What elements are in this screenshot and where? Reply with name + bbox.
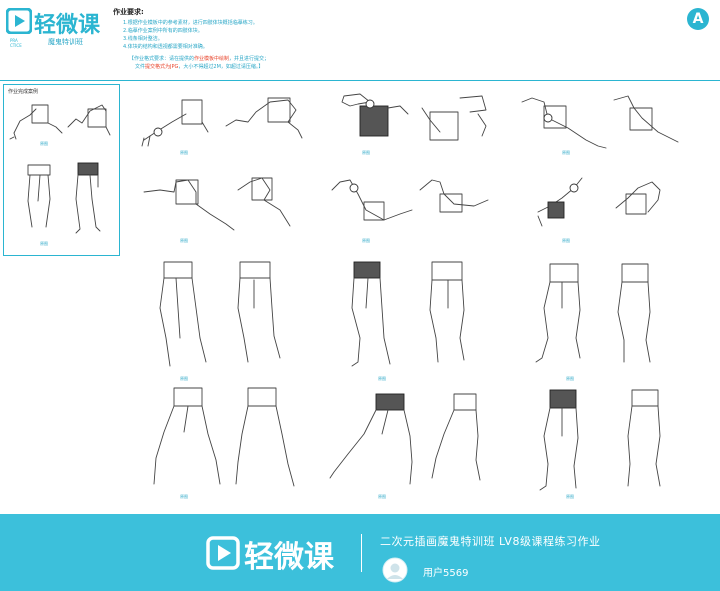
reference-caption: 原图 bbox=[180, 238, 188, 243]
reference-legs-1 bbox=[159, 261, 281, 367]
footer-course-title: 二次元插画魔鬼特训班 LV8级课程练习作业 bbox=[380, 535, 601, 548]
example-arms-drawing bbox=[9, 104, 111, 140]
example-panel: 作业完成案例 原图 原图 bbox=[3, 84, 120, 256]
reference-caption: 原图 bbox=[566, 494, 574, 499]
course-name: 魔鬼特训班 bbox=[48, 38, 83, 46]
reference-caption: 原图 bbox=[180, 494, 188, 499]
reference-caption: 原图 bbox=[378, 376, 386, 381]
requirement-item: 1.根据作业模板中的参考素材，进行四肢体块概括临摹练习。 bbox=[123, 20, 258, 26]
reference-arms-1 bbox=[141, 97, 303, 147]
requirements-title: 作业要求: bbox=[113, 8, 144, 16]
reference-arms-4 bbox=[143, 177, 291, 231]
footer-logo-text: 轻微课 bbox=[244, 540, 334, 575]
logo-play-icon bbox=[6, 8, 32, 34]
template-badge: A bbox=[687, 8, 709, 30]
logo-text: 轻微课 bbox=[34, 13, 101, 38]
footer-bar: 轻微课 二次元插画魔鬼特训班 LV8级课程练习作业 用户5569 bbox=[0, 514, 720, 591]
reference-caption: 原图 bbox=[362, 238, 370, 243]
reference-caption: 原图 bbox=[562, 238, 570, 243]
requirement-item: 4.体块的结构和透视都需要相对准确。 bbox=[123, 44, 208, 50]
example-legs-drawing bbox=[27, 162, 101, 234]
example-caption: 原图 bbox=[40, 241, 48, 246]
reference-arms-2 bbox=[341, 93, 487, 141]
reference-caption: 原图 bbox=[566, 376, 574, 381]
practice-label: PRA CTICE bbox=[10, 38, 22, 48]
reference-caption: 原图 bbox=[378, 494, 386, 499]
footer-username: 用户5569 bbox=[423, 568, 469, 579]
requirement-item: 2.临摹作业案例中所有的四肢体块。 bbox=[123, 28, 203, 34]
header-divider bbox=[0, 80, 720, 81]
reference-caption: 原图 bbox=[562, 150, 570, 155]
header: 轻微课 PRA CTICE 魔鬼特训班 作业要求: 1.根据作业模板中的参考素材… bbox=[0, 0, 720, 82]
requirement-item: 3.线条相对整洁。 bbox=[123, 36, 163, 42]
reference-legs-5 bbox=[329, 393, 481, 485]
example-caption: 原图 bbox=[40, 141, 48, 146]
reference-caption: 原图 bbox=[180, 376, 188, 381]
example-title: 作业完成案例 bbox=[8, 89, 39, 95]
reference-legs-6 bbox=[539, 389, 661, 491]
requirements: 作业要求: 1.根据作业模板中的参考素材，进行四肢体块概括临摹练习。 2.临摹作… bbox=[113, 7, 413, 71]
reference-arms-6 bbox=[537, 177, 661, 227]
user-avatar-icon bbox=[382, 557, 408, 583]
footer-logo-play-icon bbox=[206, 536, 240, 570]
reference-arms-5 bbox=[331, 179, 489, 221]
reference-caption: 原图 bbox=[180, 150, 188, 155]
reference-legs-4 bbox=[153, 387, 295, 487]
reference-legs-2 bbox=[351, 261, 465, 367]
format-note-line2: 文件提交格式为JPG，大小不得超过2M，如超过请压缩。】 bbox=[135, 64, 264, 70]
brand-logo: 轻微课 PRA CTICE 魔鬼特训班 bbox=[6, 6, 106, 48]
reference-caption: 原图 bbox=[362, 150, 370, 155]
footer-divider bbox=[361, 534, 362, 572]
reference-legs-3 bbox=[535, 263, 651, 363]
reference-arms-3 bbox=[521, 95, 679, 149]
format-note-line1: 【作业格式要求：请在提供的作业模板中绘制，并且进行提交； bbox=[129, 56, 270, 62]
